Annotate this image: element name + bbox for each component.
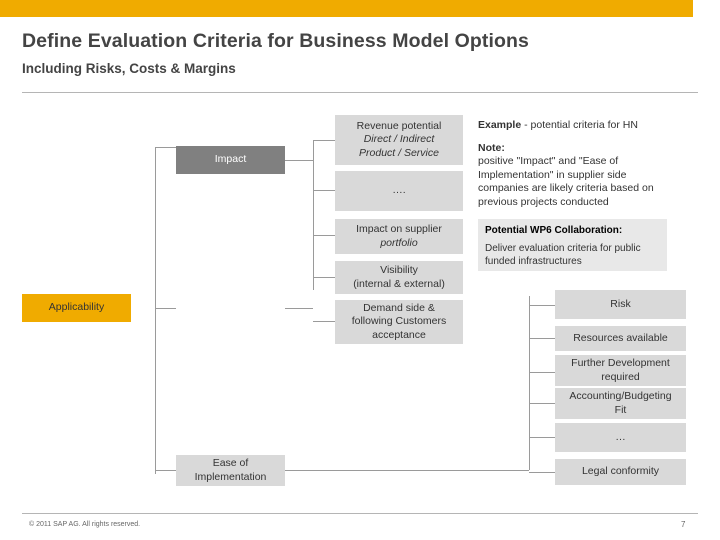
branch-label-applicability: Applicability (48, 301, 105, 314)
connector-ease-item-5 (529, 472, 555, 473)
ease-item-2-line2: required (601, 370, 640, 383)
impact-item-0-line1: Revenue potential (356, 120, 442, 133)
wp6-collaboration-box: Potential WP6 Collaboration: Deliver eva… (478, 219, 667, 271)
ease-item-accounting-budgeting-fit[interactable]: Accounting/Budgeting Fit (555, 388, 686, 419)
wp6-heading: Potential WP6 Collaboration: (485, 225, 623, 236)
ease-item-legal-conformity[interactable]: Legal conformity (555, 459, 686, 485)
ease-item-4-line1: … (615, 430, 626, 443)
branch-label-ease-line2: Implementation (194, 470, 267, 483)
impact-item-2-line2: portfolio (380, 236, 418, 249)
applicability-item-visibility[interactable]: Visibility (internal & external) (335, 261, 463, 294)
note-heading: Note: (478, 142, 505, 154)
ease-item-3-line2: Fit (614, 403, 627, 416)
example-annotation: Example - potential criteria for HN (478, 119, 693, 132)
top-accent-bar (0, 0, 693, 17)
applicability-item-demand-side[interactable]: Demand side & following Customers accept… (335, 300, 463, 344)
ease-item-risk[interactable]: Risk (555, 290, 686, 319)
connector-applicability-in (155, 308, 176, 309)
note-annotation: Note: positive "Impact" and "Ease of Imp… (478, 142, 678, 209)
ease-sub-spine (529, 296, 530, 470)
connector-ease-out (285, 470, 529, 471)
impact-item-0-line2: Direct / Indirect (363, 133, 435, 146)
title-divider (22, 92, 698, 93)
applicability-item-0-line2: (internal & external) (353, 277, 445, 290)
copyright-text: © 2011 SAP AG. All rights reserved. (29, 521, 141, 528)
connector-ease-item-4 (529, 437, 555, 438)
connector-ease-item-0 (529, 305, 555, 306)
wp6-body: Deliver evaluation criteria for public f… (485, 243, 641, 267)
connector-applicability-item-1 (313, 321, 335, 322)
applicability-item-0-line1: Visibility (380, 264, 418, 277)
page-number: 7 (681, 520, 686, 529)
note-body: positive "Impact" and "Ease of Implement… (478, 155, 654, 208)
branch-label-impact: Impact (214, 153, 247, 166)
impact-item-2-line1: Impact on supplier (356, 223, 442, 236)
example-label: Example (478, 119, 522, 131)
ease-item-0-line1: Risk (610, 297, 631, 310)
branch-label-ease-line1: Ease of (212, 457, 249, 470)
applicability-item-1-line3: acceptance (372, 328, 426, 341)
ease-item-5-line1: Legal conformity (581, 465, 660, 478)
branch-box-ease[interactable]: Ease of Implementation (176, 455, 285, 486)
ease-item-further-development[interactable]: Further Development required (555, 355, 686, 386)
applicability-item-1-line1: Demand side & (363, 302, 435, 315)
page-title: Define Evaluation Criteria for Business … (22, 30, 529, 52)
ease-item-ellipsis[interactable]: … (555, 423, 686, 452)
ease-item-1-line1: Resources available (573, 331, 668, 344)
ease-item-resources-available[interactable]: Resources available (555, 326, 686, 351)
connector-ease-item-3 (529, 403, 555, 404)
applicability-item-1-line2: following Customers (351, 315, 447, 328)
impact-sub-spine (313, 140, 314, 290)
connector-ease-item-2 (529, 372, 555, 373)
top-bar-right-gap (693, 0, 720, 17)
branch-box-applicability[interactable]: Applicability (22, 294, 131, 322)
connector-impact-in (155, 147, 176, 148)
connector-impact-out (285, 160, 313, 161)
impact-item-revenue-potential[interactable]: Revenue potential Direct / Indirect Prod… (335, 115, 463, 165)
connector-ease-item-1 (529, 338, 555, 339)
impact-item-1-line1: …. (392, 184, 406, 197)
branch-box-impact[interactable]: Impact (176, 146, 285, 174)
connector-impact-item-1 (313, 190, 335, 191)
ease-item-2-line1: Further Development (571, 357, 670, 370)
page-subtitle: Including Risks, Costs & Margins (22, 61, 236, 76)
footer-divider (22, 513, 698, 514)
connector-ease-in (155, 470, 176, 471)
impact-item-0-line3: Product / Service (359, 146, 439, 159)
connector-applicability-out (285, 308, 313, 309)
connector-impact-item-0 (313, 140, 335, 141)
connector-applicability-item-0 (313, 277, 335, 278)
connector-impact-item-2 (313, 235, 335, 236)
impact-item-supplier-portfolio[interactable]: Impact on supplier portfolio (335, 219, 463, 254)
main-spine-line (155, 147, 156, 474)
example-text: - potential criteria for HN (521, 119, 638, 131)
impact-item-ellipsis[interactable]: …. (335, 171, 463, 211)
ease-item-3-line1: Accounting/Budgeting (569, 390, 672, 403)
